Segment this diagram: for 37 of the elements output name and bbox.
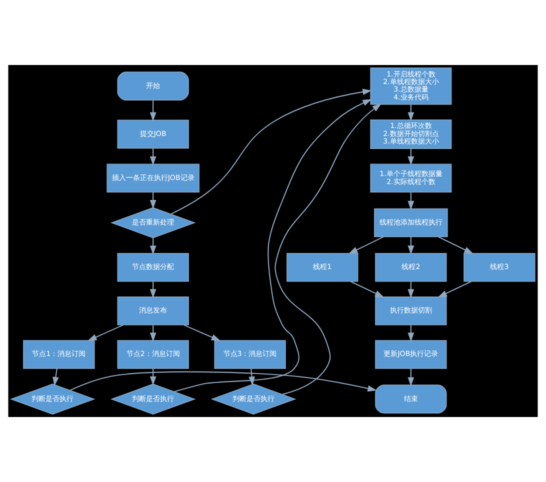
arrow: [350, 281, 384, 298]
node-box: 结束: [375, 384, 447, 414]
arrow: [408, 192, 414, 210]
arrow: [184, 324, 221, 341]
node-box: 线程1: [286, 252, 358, 282]
arrow: [348, 236, 384, 254]
arrow: [438, 281, 472, 298]
arrow: [88, 324, 124, 341]
arrow: [174, 99, 372, 392]
arrow: [408, 368, 414, 386]
node-box: 节点1：消息订阅: [23, 340, 95, 369]
node-box: 1.总循环次数 2.数据开始切割点 3.单线程数据大小: [370, 119, 452, 149]
node-diamond: 判断是否执行: [210, 384, 296, 415]
node-diamond: 判断是否执行: [110, 384, 196, 415]
node-box: 提交JOB: [117, 120, 189, 149]
node-diamond: 判断是否执行: [10, 384, 96, 415]
node-box: 线程池添加线程执行: [374, 208, 448, 238]
node-box: 节点数据分配: [117, 252, 189, 282]
arrow: [274, 103, 382, 395]
arrow: [150, 100, 156, 122]
node-box: 线程2: [375, 252, 447, 282]
node-box: 1.开启线程个数 2.单线程数据大小 3.总数据量 4.业务代码: [370, 67, 452, 105]
arrow: [170, 88, 372, 215]
node-box: 消息发布: [117, 296, 189, 326]
node-box: 插入一条正在执行JOB记录: [106, 164, 200, 193]
node-box: 更新JOB执行记录: [375, 340, 447, 369]
arrow: [438, 236, 474, 254]
node-box: 执行数据切割: [375, 296, 447, 326]
arrow: [52, 368, 59, 386]
node-diamond: 是否重新处理: [110, 207, 196, 238]
node-box: 线程3: [464, 252, 536, 282]
arrow: [70, 371, 377, 392]
node-box: 1.单个子线程数据量 2.实际线程个数: [370, 164, 452, 193]
node-box: 节点2：消息订阅: [117, 340, 189, 369]
node-box: 节点3：消息订阅: [214, 340, 286, 369]
arrow: [408, 236, 414, 255]
node-box: 开始: [117, 72, 189, 100]
